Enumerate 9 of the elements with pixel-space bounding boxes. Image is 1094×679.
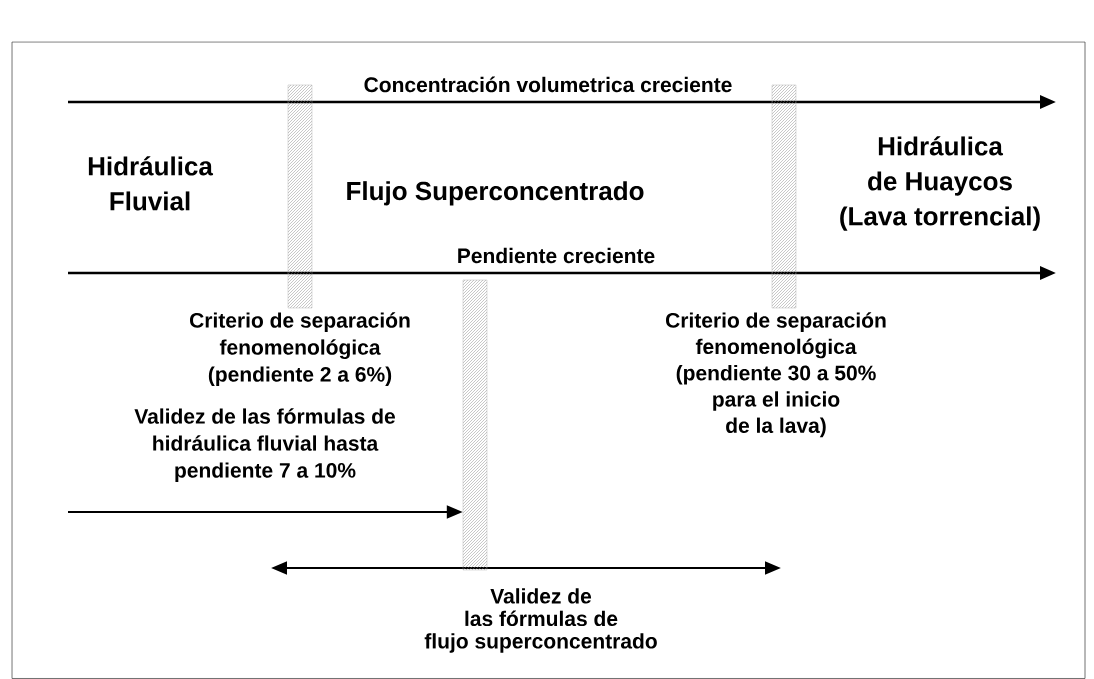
arrow-label: Concentración volumetrica creciente bbox=[364, 76, 732, 93]
hatched-bar bbox=[771, 84, 797, 309]
criterion-note: Criterio de separación fenomenológica (pendiente 2 a 6%) bbox=[190, 312, 410, 386]
criterion-note: Criterio de separación fenomenológica (pendiente 30 a 50% para el inicio de la lava) bbox=[666, 312, 886, 438]
hatched-bar bbox=[287, 84, 313, 309]
hatched-bar bbox=[462, 279, 488, 571]
range-label: Validez de las fórmulas de flujo superconcentrado bbox=[424, 588, 657, 653]
region-label: Flujo Superconcentrado bbox=[347, 181, 644, 206]
range-label: Validez de las fórmulas de hidráulica fluvial hasta pendiente 7 a 10% bbox=[134, 408, 395, 482]
